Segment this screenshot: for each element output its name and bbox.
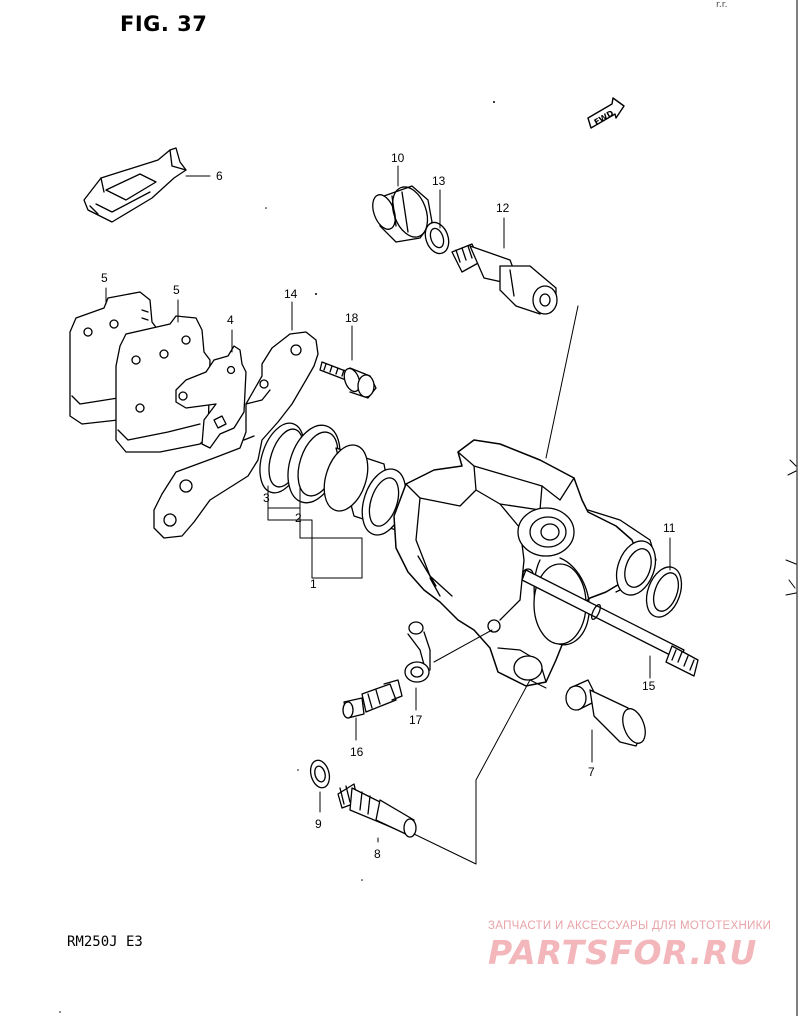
callout-12: 12 bbox=[496, 201, 510, 215]
callout-4: 4 bbox=[227, 313, 234, 327]
leader-lines bbox=[105, 165, 671, 865]
pin-bolt-12 bbox=[451, 243, 558, 315]
callout-9: 9 bbox=[315, 817, 322, 831]
scan-specks bbox=[59, 101, 495, 1013]
pad-spring-clip bbox=[83, 147, 187, 223]
edge-marks bbox=[785, 459, 797, 596]
caliper-pin bbox=[521, 569, 699, 677]
callout-18: 18 bbox=[345, 311, 359, 325]
caliper-body bbox=[393, 439, 657, 687]
watermark-brand: PARTSFOR.RU bbox=[488, 933, 758, 972]
callout-6: 6 bbox=[216, 169, 223, 183]
bracket-bolt bbox=[319, 361, 377, 399]
callout-3: 3 bbox=[263, 491, 270, 505]
callout-8: 8 bbox=[374, 847, 381, 861]
banjo-bolt bbox=[337, 783, 417, 838]
callout-5a: 5 bbox=[101, 271, 108, 285]
caliper-bracket bbox=[153, 331, 319, 539]
caliper-piston bbox=[323, 444, 407, 536]
callout-2: 2 bbox=[295, 511, 302, 525]
watermark-tagline: ЗАПЧАСТИ И АКСЕССУАРЫ ДЛЯ МОТОТЕХНИКИ bbox=[488, 920, 772, 932]
callout-15: 15 bbox=[642, 679, 656, 693]
model-code: RM250J E3 bbox=[67, 934, 143, 950]
boot-10 bbox=[372, 185, 433, 243]
callout-5b: 5 bbox=[173, 283, 180, 297]
fwd-arrow: FWD bbox=[587, 97, 625, 129]
bleeder-valve bbox=[342, 679, 403, 719]
seal-ring-11 bbox=[645, 566, 683, 618]
callout-14: 14 bbox=[284, 287, 298, 301]
washer-13 bbox=[424, 221, 450, 255]
pad-pin-7 bbox=[565, 679, 646, 747]
callout-10: 10 bbox=[391, 151, 405, 165]
pad-plate bbox=[175, 345, 247, 449]
washer-9 bbox=[309, 759, 331, 789]
callout-11: 11 bbox=[663, 521, 676, 535]
callout-7: 7 bbox=[588, 765, 595, 779]
callout-13: 13 bbox=[432, 174, 446, 188]
hose-clip-17 bbox=[404, 621, 431, 683]
callout-17: 17 bbox=[409, 713, 423, 727]
corner-mark: r.r. bbox=[716, 0, 728, 10]
callouts: 6 5 5 4 14 18 10 13 12 3 2 1 11 15 17 16… bbox=[101, 151, 676, 861]
callout-16: 16 bbox=[350, 745, 364, 759]
callout-1: 1 bbox=[310, 577, 317, 591]
figure-title: FIG. 37 bbox=[120, 12, 208, 36]
